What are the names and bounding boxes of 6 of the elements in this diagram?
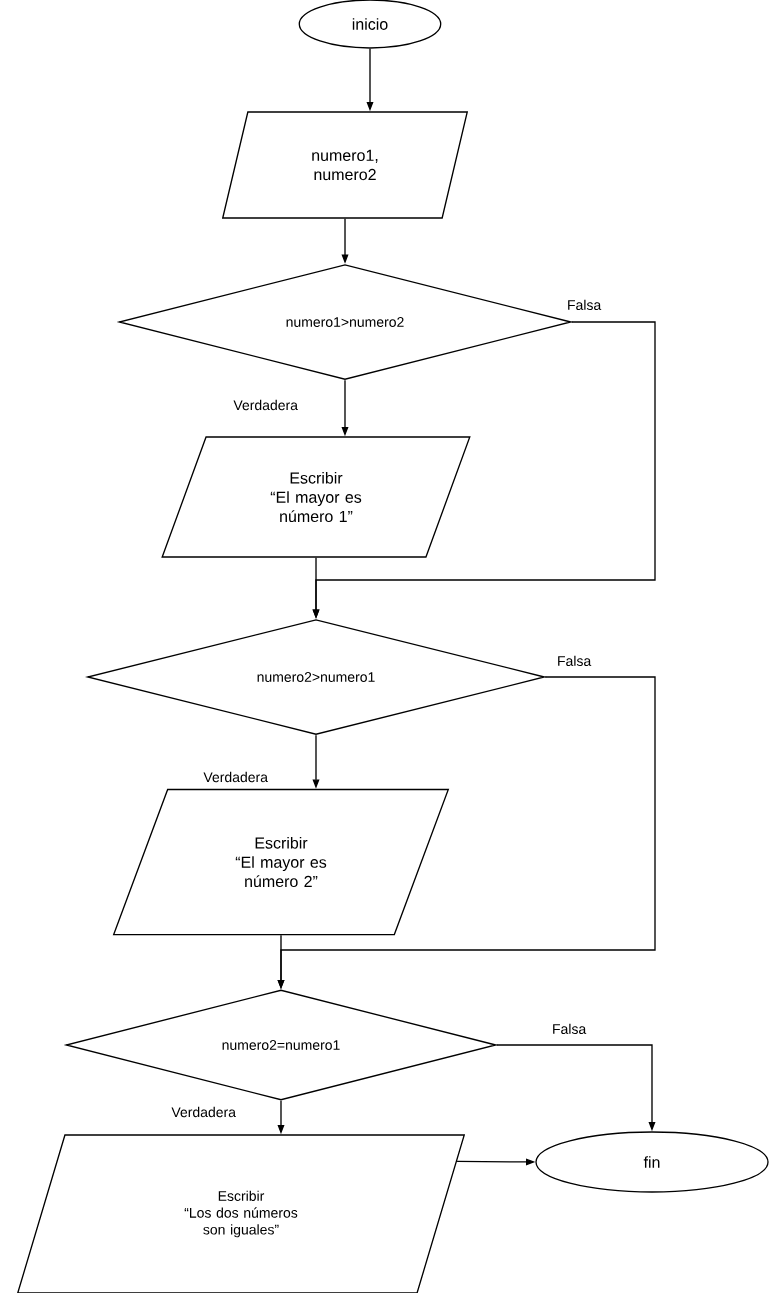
data-parallelogram: Escribir “El mayor es número 1” xyxy=(161,436,471,558)
edge-label: Falsa xyxy=(553,1023,587,1034)
edge-label: Verdadera xyxy=(203,771,268,783)
edge-label: Verdadera xyxy=(233,399,298,411)
edge-label: Falsa xyxy=(558,655,592,666)
edge-label: Verdadera xyxy=(171,1106,236,1118)
